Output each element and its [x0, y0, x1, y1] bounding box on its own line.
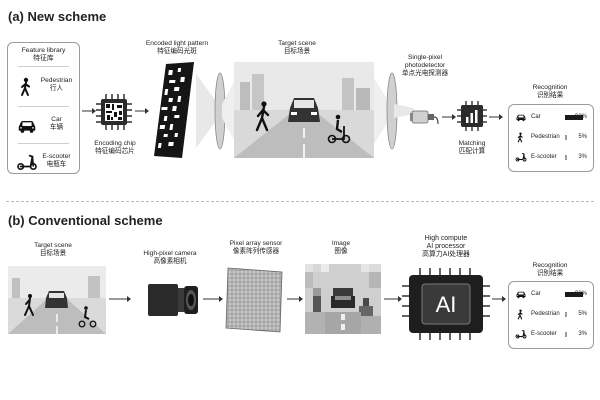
feature-item-label: Car 车辆	[49, 116, 64, 131]
result-row-scooter: E-scooter 3%	[515, 329, 587, 341]
result-percent: 3%	[578, 331, 587, 337]
result-name: Car	[531, 114, 541, 120]
result-percent: 92%	[574, 291, 587, 297]
arrow	[82, 108, 96, 114]
target-scene-label: Target scene 目标场景	[34, 242, 72, 257]
car-icon	[516, 114, 526, 122]
camera-label: High-pixel camera 高像素相机	[143, 250, 197, 265]
feature-library-panel: Feature library 特征库 Pedestrian 行人 Car 车辆…	[7, 42, 80, 174]
result-bar	[565, 332, 567, 337]
feature-item-pedestrian: Pedestrian 行人	[12, 71, 75, 103]
result-percent: 3%	[578, 154, 587, 160]
recognition-panel: Car 92% Pedestrian 5% E-scooter 3%	[508, 281, 594, 349]
feature-library-title: Feature library 特征库	[21, 47, 66, 63]
matching-label: Matching 匹配计算	[458, 140, 486, 155]
result-row-car: Car 92%	[515, 112, 587, 124]
arrow	[492, 296, 506, 302]
scooter-icon	[17, 154, 37, 171]
target-scene-image	[8, 266, 106, 334]
pixelated-image	[305, 264, 381, 334]
lens-icon	[374, 72, 414, 150]
recognition-title: Recognition 识别结果	[532, 262, 568, 277]
pedestrian-icon	[517, 132, 523, 143]
arrow	[489, 114, 503, 120]
arrow	[135, 108, 149, 114]
result-bar	[565, 115, 583, 120]
recognition-title: Recognition 识别结果	[532, 84, 568, 99]
encoded-pattern-icon	[154, 62, 194, 158]
result-name: Pedestrian	[531, 311, 560, 317]
feature-item-car: Car 车辆	[12, 110, 75, 142]
image-label: Image 图像	[331, 240, 351, 255]
car-icon	[18, 120, 36, 133]
result-row-pedestrian: Pedestrian 5%	[515, 132, 587, 144]
section-b-title: (b) Conventional scheme	[8, 213, 163, 228]
target-scene-label: Target scene 目标场景	[278, 40, 316, 55]
ai-chip-text: AI	[435, 292, 457, 317]
result-bar	[565, 292, 583, 297]
result-name: Car	[531, 291, 541, 297]
target-scene-image	[234, 62, 374, 158]
photodetector-label: Single-pixel photodetector 单点光电探测器	[401, 54, 449, 77]
pedestrian-icon	[517, 309, 523, 320]
scooter-icon	[515, 153, 527, 162]
camera-icon	[148, 284, 198, 316]
feature-item-scooter: E-scooter 电瓶车	[12, 147, 75, 179]
feature-item-label: Pedestrian 行人	[40, 77, 73, 92]
arrow	[203, 296, 223, 302]
result-row-scooter: E-scooter 3%	[515, 152, 587, 164]
matching-chip-icon	[457, 101, 487, 131]
ai-processor-label: High compute AI processor 高算力AI处理器	[422, 235, 470, 259]
result-bar	[565, 135, 567, 140]
ai-processor-icon	[402, 268, 490, 340]
recognition-panel: Car 92% Pedestrian 5% E-scooter 3%	[508, 104, 594, 172]
feature-item-label: E-scooter 电瓶车	[42, 153, 71, 168]
arrow	[287, 296, 303, 302]
result-percent: 5%	[578, 311, 587, 317]
photodetector-icon	[410, 110, 439, 125]
scooter-icon	[515, 330, 527, 339]
arrow	[442, 114, 456, 120]
arrow	[384, 296, 402, 302]
pixel-sensor-icon	[225, 267, 283, 333]
pedestrian-icon	[21, 77, 30, 96]
result-name: E-scooter	[531, 154, 557, 160]
result-name: E-scooter	[531, 331, 557, 337]
result-bar	[565, 155, 567, 160]
car-icon	[516, 291, 526, 299]
encoded-pattern-label: Encoded light pattern 特征编码光斑	[145, 40, 209, 55]
result-row-car: Car 92%	[515, 289, 587, 301]
section-a-title: (a) New scheme	[8, 9, 107, 24]
arrow	[109, 296, 131, 302]
result-row-pedestrian: Pedestrian 5%	[515, 309, 587, 321]
result-percent: 92%	[574, 114, 587, 120]
result-percent: 5%	[578, 134, 587, 140]
result-bar	[565, 312, 567, 317]
lens-icon	[196, 72, 236, 150]
sensor-label: Pixel array sensor 像素阵列传感器	[229, 240, 283, 255]
section-divider	[6, 201, 594, 202]
encoding-chip-icon	[96, 94, 132, 130]
encoding-chip-label: Encoding chip 特征编码芯片	[94, 140, 136, 155]
result-name: Pedestrian	[531, 134, 560, 140]
